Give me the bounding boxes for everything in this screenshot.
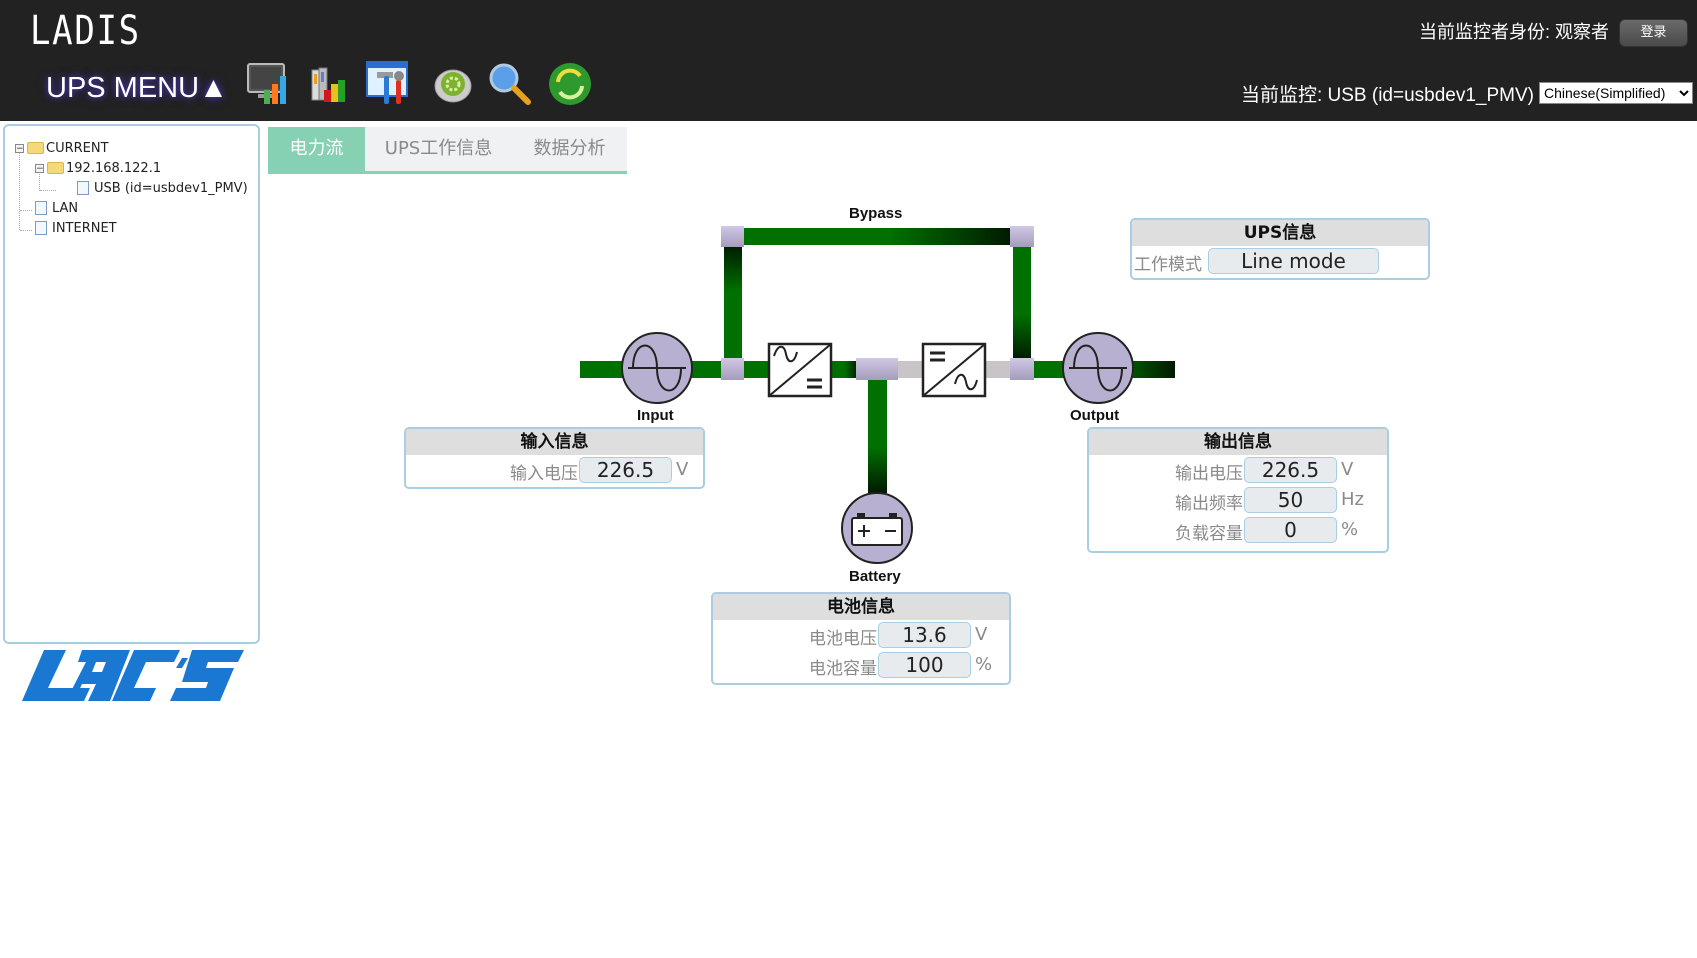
monitor-chart-icon[interactable] [244,60,292,108]
input-voltage-label: 输入电压 [510,464,578,484]
tree-node-internet[interactable]: INTERNET [35,219,117,237]
file-icon [77,181,89,195]
mode-value: Line mode [1208,248,1379,274]
battery-voltage-label: 电池电压 [809,629,877,649]
tree-connector [19,148,20,230]
folder-icon [47,162,64,174]
ladis-logo [22,650,244,701]
device-tree-panel: − CURRENT − 192.168.122.1 USB (id=usbdev… [3,124,260,644]
ups-menu-toggle[interactable]: UPS MENU▲ [46,72,228,104]
mode-label: 工作模式 [1134,255,1202,275]
collapse-icon[interactable]: − [35,163,44,174]
battery-info-panel: 电池信息 电池电压 13.6 V 电池容量 100 % [711,592,1011,685]
ups-info-title: UPS信息 [1132,220,1428,246]
battery-label: Battery [849,568,901,585]
battery-voltage-unit: V [975,624,988,645]
inverter-out-line [985,361,1013,378]
user-role-text: 当前监控者身份: 观察者 [1418,22,1609,42]
tree-node-ip[interactable]: − 192.168.122.1 [35,159,161,177]
input-voltage-unit: V [676,459,689,480]
battery-capacity-row: 电池容量 100 % [713,650,1009,680]
output-frequency-row: 输出频率 50 Hz [1089,485,1387,515]
top-header: LADIS UPS MENU▲ [0,0,1697,121]
brand-title: LADIS [30,8,141,54]
language-select[interactable]: Chinese(Simplified) [1539,82,1693,104]
tab-data-analysis[interactable]: 数据分析 [533,138,606,159]
output-load-icon [1062,332,1134,404]
battery-capacity-unit: % [975,654,993,675]
bypass-line [740,228,1012,245]
tree-node-current[interactable]: − CURRENT [15,139,109,157]
tools-window-icon[interactable] [365,60,413,108]
tree-connector [20,210,32,211]
tab-ups-work-info[interactable]: UPS工作信息 [384,138,493,159]
ups-mode-row: 工作模式 Line mode [1132,246,1428,276]
rectifier-out-line [828,361,858,378]
load-capacity-unit: % [1341,519,1359,540]
tree-connector [39,166,40,191]
load-capacity-value: 0 [1244,517,1337,543]
battery-info-title: 电池信息 [713,594,1009,620]
inverter-in-line [896,361,926,378]
input-source-icon [621,332,693,404]
file-icon [35,201,47,215]
collapse-icon[interactable]: − [15,143,24,154]
view-tabs: 电力流 UPS工作信息 数据分析 [268,127,627,174]
settings-gear-icon[interactable] [429,60,477,108]
output-label: Output [1070,407,1120,424]
output-voltage-row: 输出电压 226.5 V [1089,455,1387,485]
junction-input [721,358,744,380]
battery-line [868,378,887,493]
file-icon [35,221,47,235]
battery-capacity-label: 电池容量 [809,659,877,679]
tree-node-label: 192.168.122.1 [66,160,162,176]
load-capacity-label: 负载容量 [1175,524,1243,544]
tree-node-label: CURRENT [46,140,109,156]
output-voltage-label: 输出电压 [1175,464,1243,484]
output-frequency-label: 输出频率 [1175,494,1243,514]
input-voltage-value: 226.5 [579,457,672,483]
ups-info-panel: UPS信息 工作模式 Line mode [1130,218,1430,280]
battery-capacity-value: 100 [878,652,971,678]
tree-connector [20,230,32,231]
junction-dc-bus [856,358,898,380]
junction-output [1010,358,1034,380]
input-voltage-row: 输入电压 226.5 V [406,455,703,485]
output-voltage-value: 226.5 [1244,457,1337,483]
load-capacity-row: 负载容量 0 % [1089,515,1387,545]
tree-node-label: INTERNET [52,220,117,236]
search-magnifier-icon[interactable] [486,60,534,108]
login-button[interactable]: 登录 [1619,19,1688,47]
battery-voltage-row: 电池电压 13.6 V [713,620,1009,650]
battery-icon [841,492,913,564]
battery-voltage-value: 13.6 [878,622,971,648]
junction-bypass-left [721,226,744,247]
output-voltage-unit: V [1341,459,1354,480]
tab-power-flow[interactable]: 电力流 [268,127,365,171]
input-label: Input [637,407,674,424]
input-info-title: 输入信息 [406,429,703,455]
tree-node-usb[interactable]: USB (id=usbdev1_PMV) [77,179,248,197]
bypass-left-riser [724,245,742,360]
output-frequency-value: 50 [1244,487,1337,513]
input-info-panel: 输入信息 输入电压 226.5 V [404,427,705,489]
output-frequency-unit: Hz [1341,489,1364,510]
bypass-right-riser [1013,245,1031,360]
output-info-panel: 输出信息 输出电压 226.5 V 输出频率 50 Hz 负载容量 0 % [1087,427,1389,553]
bypass-label: Bypass [849,205,903,222]
books-chart-icon[interactable] [304,60,352,108]
tree-node-lan[interactable]: LAN [35,199,78,217]
current-monitor-text: 当前监控: USB (id=usbdev1_PMV) [1240,85,1534,106]
folder-icon [27,142,44,154]
refresh-icon[interactable] [546,60,594,108]
rectifier-icon [767,342,833,398]
tree-node-label: USB (id=usbdev1_PMV) [94,180,248,196]
rectifier-in-line [742,361,772,378]
tree-node-label: LAN [52,200,79,216]
output-info-title: 输出信息 [1089,429,1387,455]
inverter-icon [921,342,987,398]
junction-bypass-right [1010,226,1034,247]
tree-connector [40,190,56,191]
